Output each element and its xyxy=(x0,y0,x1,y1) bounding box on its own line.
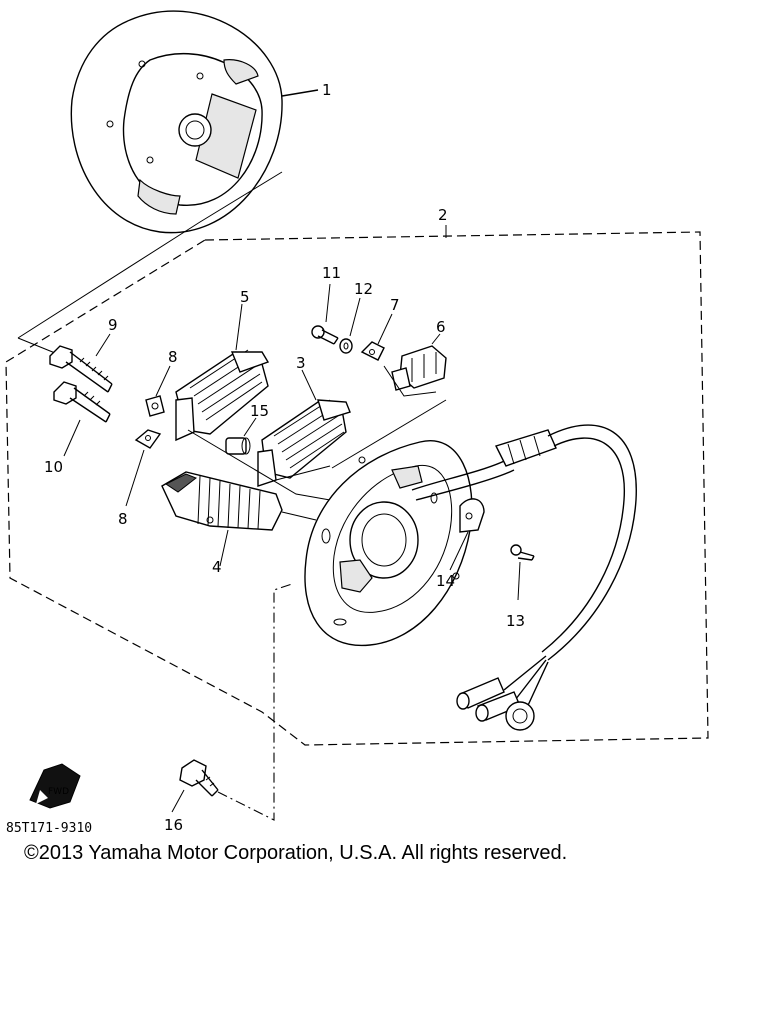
stator-assembly-boundary: 2 xyxy=(5,206,709,746)
callout-8-upper: 8 xyxy=(168,348,178,366)
callout-7: 7 xyxy=(390,296,400,314)
callout-8-lower: 8 xyxy=(118,510,128,528)
washer-part-12: 12 xyxy=(339,280,373,354)
bolt-part-10: 10 xyxy=(44,381,111,476)
callout-3: 3 xyxy=(296,354,306,372)
fwd-icon-label: FWD xyxy=(48,787,69,797)
wiring-harness xyxy=(411,424,637,731)
clamp-part-8-upper: 8 xyxy=(145,348,178,417)
drawing-code: 85T171-9310 xyxy=(6,821,92,836)
screw-part-11: 11 xyxy=(311,264,341,345)
collar-part-15: 15 xyxy=(225,402,269,455)
coil-part-4: 4 xyxy=(161,471,283,576)
callout-10: 10 xyxy=(44,458,63,476)
coil-part-3: 3 xyxy=(257,354,351,487)
bolt-part-16: 16 xyxy=(164,583,293,834)
connector-plug-a xyxy=(456,677,505,710)
forward-arrow-icon: FWD xyxy=(29,763,81,809)
callout-13: 13 xyxy=(506,612,525,630)
clamp-part-8-lower: 8 xyxy=(118,429,162,528)
stator-base-plate xyxy=(304,439,473,647)
bolt-part-9: 9 xyxy=(49,316,118,393)
connector-plug-b xyxy=(475,691,521,722)
callout-11: 11 xyxy=(322,264,341,282)
connector-part-6: 6 xyxy=(391,318,447,391)
screw-part-13: 13 xyxy=(506,544,535,630)
exploded-parts-diagram: 1 2 9 10 5 3 xyxy=(5,10,709,836)
callout-15: 15 xyxy=(250,402,269,420)
connector-plug-c xyxy=(505,701,535,731)
cord-clamp-part-14: 14 xyxy=(436,498,485,590)
callout-16: 16 xyxy=(164,816,183,834)
clip-part-7: 7 xyxy=(360,296,400,361)
callout-4: 4 xyxy=(212,558,222,576)
flywheel-rotor-part: 1 xyxy=(70,10,332,234)
coil-part-5: 5 xyxy=(175,288,270,442)
callout-2: 2 xyxy=(438,206,448,224)
callout-6: 6 xyxy=(436,318,446,336)
copyright-notice: ©2013 Yamaha Motor Corporation, U.S.A. A… xyxy=(24,842,568,864)
callout-1: 1 xyxy=(322,81,332,99)
callout-14: 14 xyxy=(436,572,455,590)
callout-5: 5 xyxy=(240,288,250,306)
callout-12: 12 xyxy=(354,280,373,298)
callout-9: 9 xyxy=(108,316,118,334)
